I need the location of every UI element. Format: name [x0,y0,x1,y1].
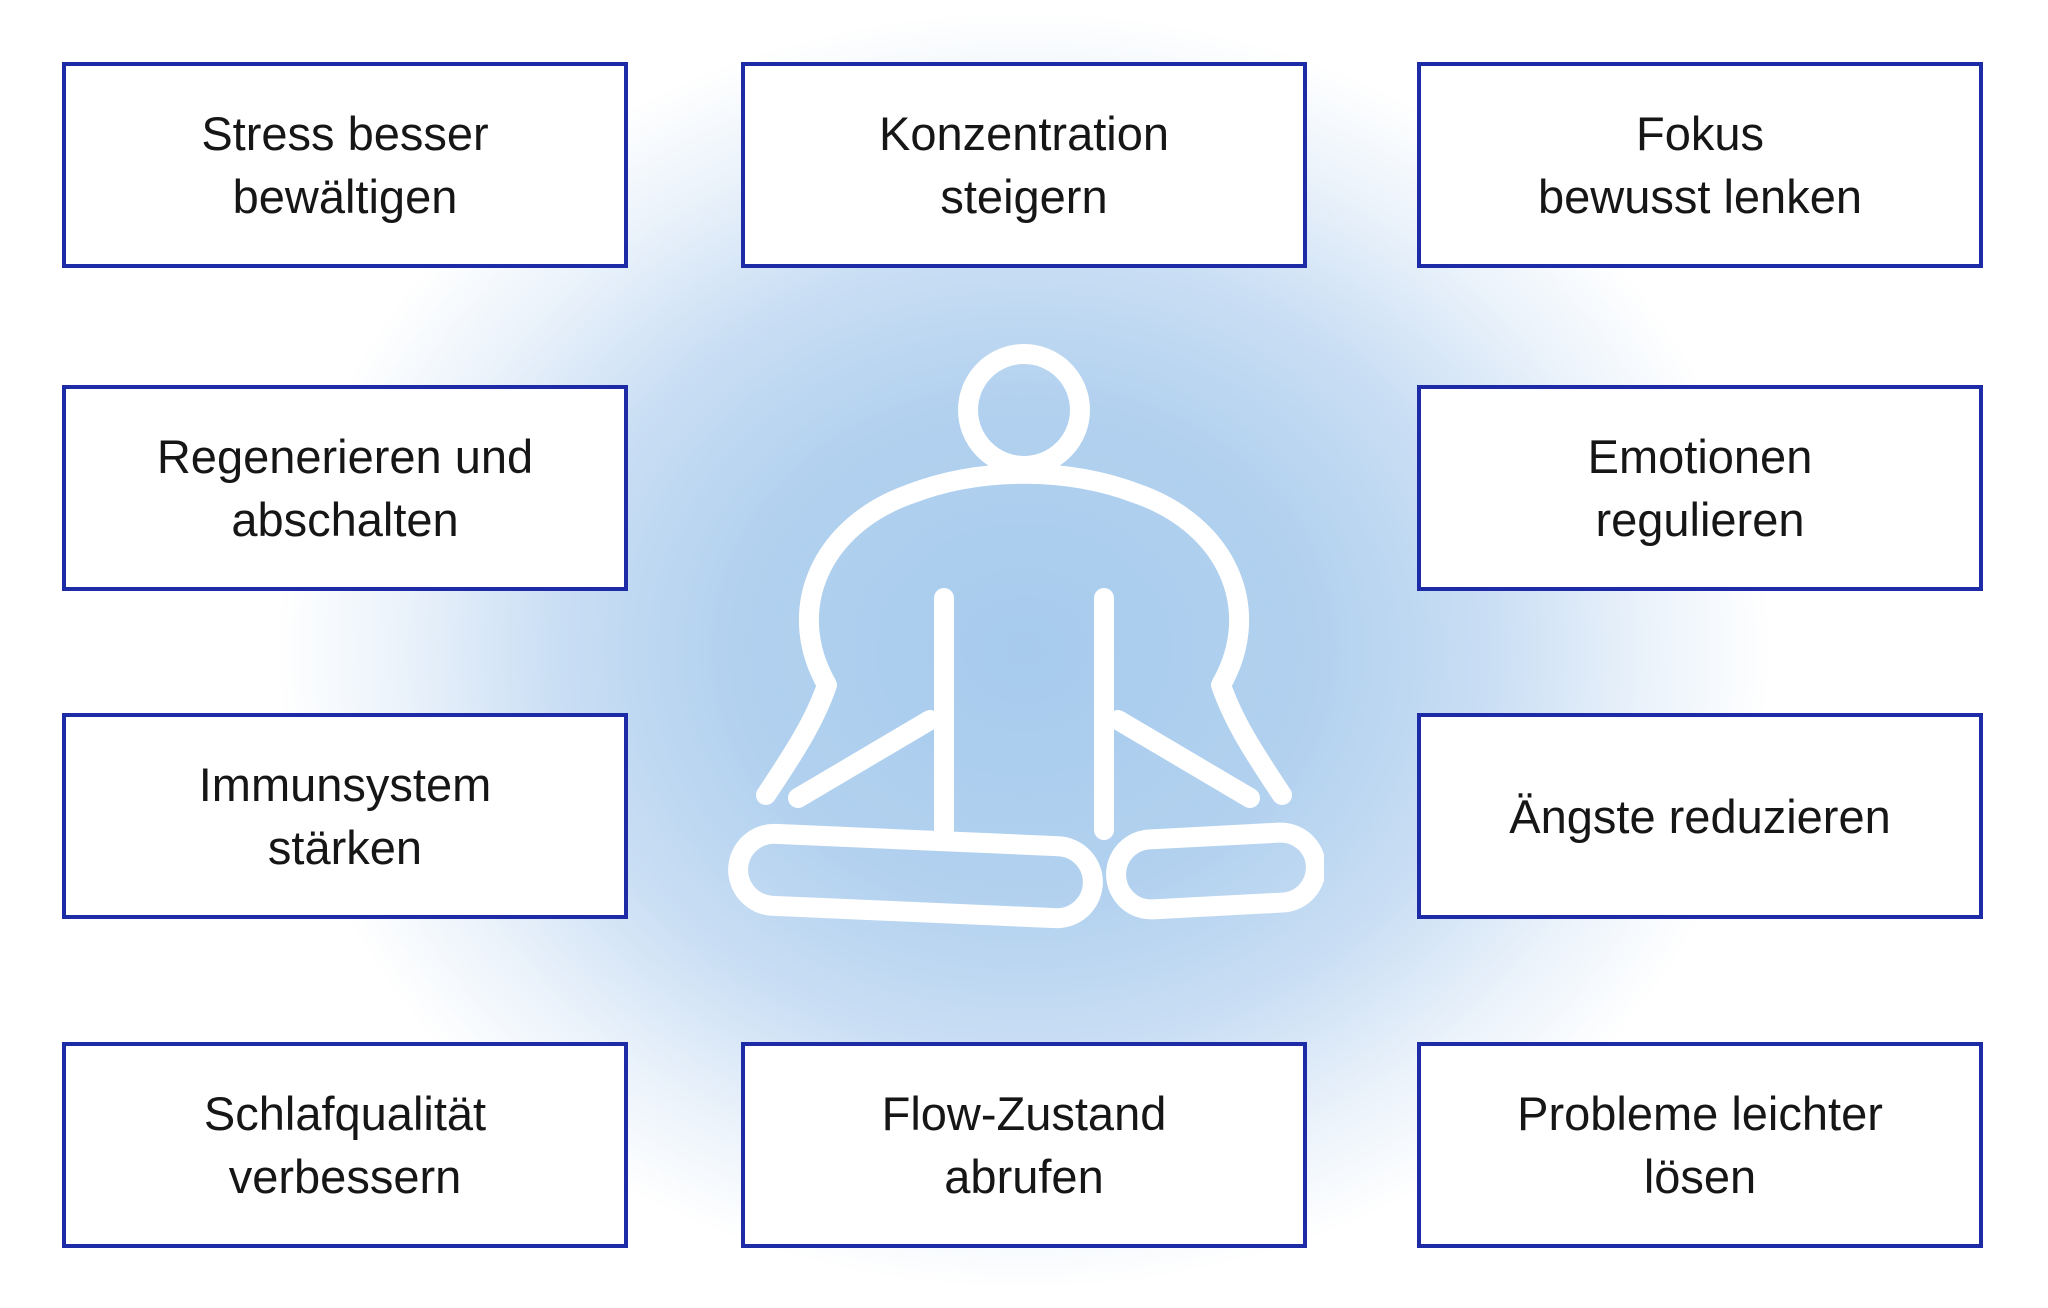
benefit-label: Ängste reduzieren [1509,789,1891,843]
benefit-box-stress: Stress besser bewältigen [62,62,628,268]
benefit-label: Stress besser bewältigen [201,107,489,223]
benefit-box-probleme: Probleme leichter lösen [1417,1042,1983,1248]
benefit-label: Regenerieren und abschalten [156,430,534,546]
benefit-label: Emotionen regulieren [1587,430,1813,546]
benefit-box-regenerieren: Regenerieren und abschalten [62,385,628,591]
benefit-box-fokus: Fokus bewusst lenken [1417,62,1983,268]
benefit-label: Probleme leichter lösen [1517,1087,1883,1203]
benefit-box-konzentration: Konzentration steigern [741,62,1307,268]
benefit-box-aengste: Ängste reduzieren [1417,713,1983,919]
meditation-person-icon [724,330,1324,950]
benefit-label: Immunsystem stärken [198,758,492,874]
benefit-label: Schlafqualität verbessern [203,1087,487,1203]
benefit-label: Flow-Zustand abrufen [881,1087,1167,1203]
benefit-label: Konzentration steigern [878,107,1170,223]
benefit-box-emotionen: Emotionen regulieren [1417,385,1983,591]
benefit-box-flow: Flow-Zustand abrufen [741,1042,1307,1248]
benefit-box-schlafqualitaet: Schlafqualität verbessern [62,1042,628,1248]
benefit-box-immunsystem: Immunsystem stärken [62,713,628,919]
benefit-label: Fokus bewusst lenken [1538,107,1862,223]
